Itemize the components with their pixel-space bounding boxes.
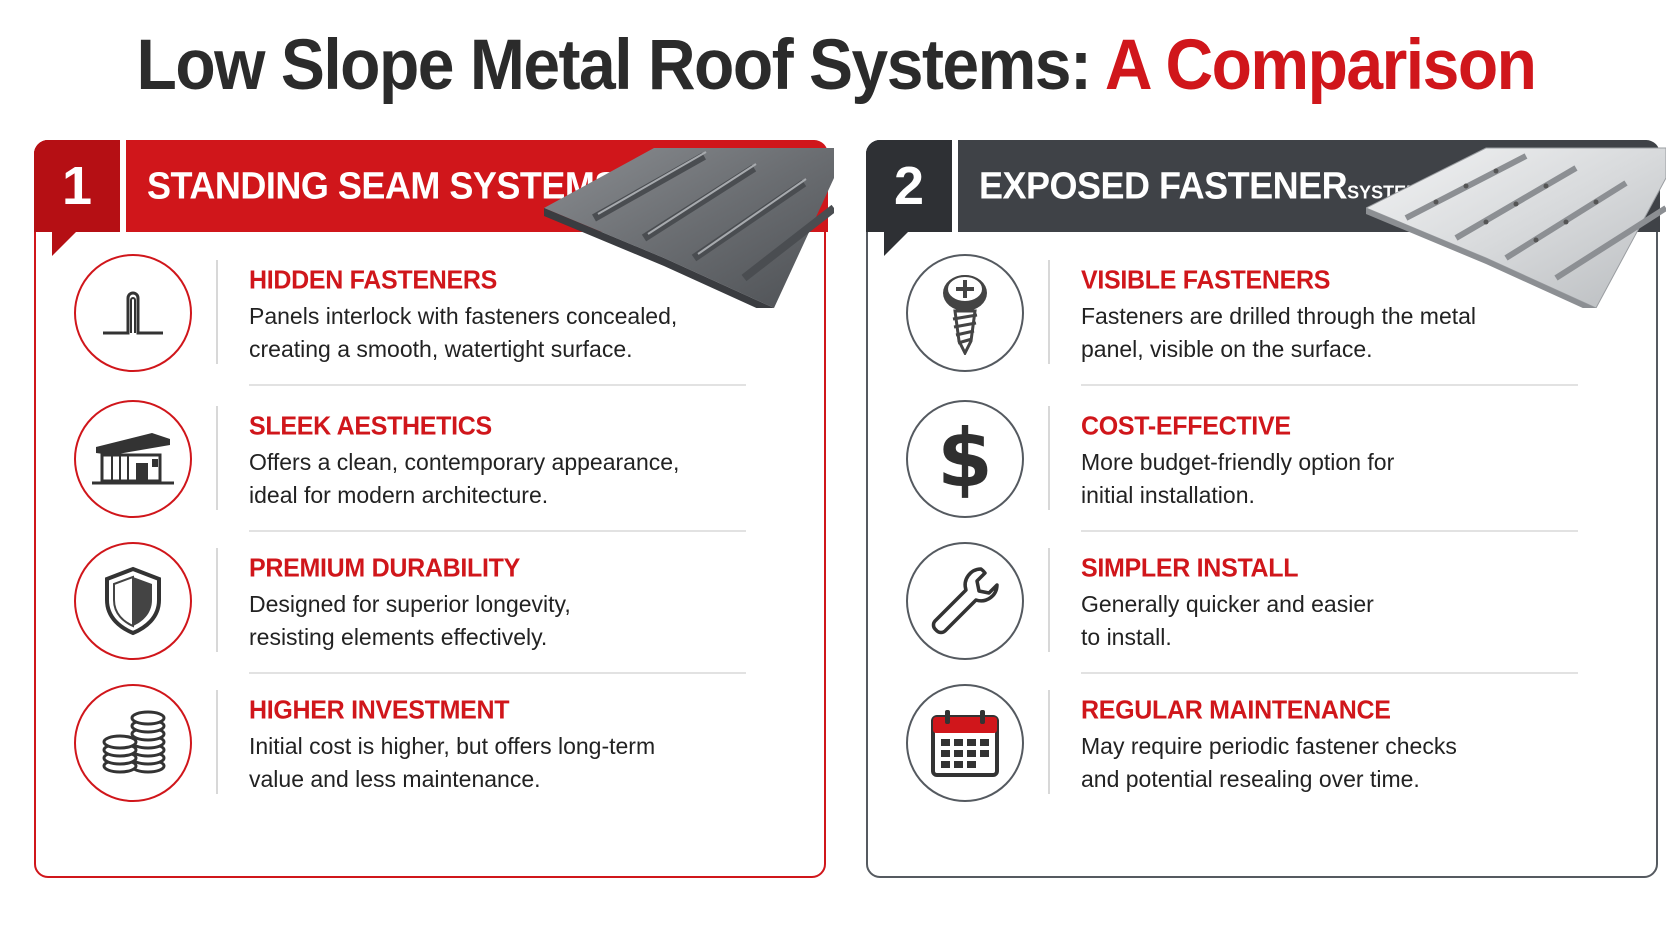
panel-number: 2	[866, 140, 952, 232]
wrench-icon	[906, 542, 1024, 660]
standing-seam-roof-icon	[544, 148, 834, 308]
feature-title: SIMPLER INSTALL	[1081, 553, 1299, 583]
modern-building-icon	[74, 400, 192, 518]
feature-row: $ COST-EFFECTIVE More budget-friendly op…	[868, 400, 1660, 550]
feature-title: REGULAR MAINTENANCE	[1081, 695, 1391, 725]
feature-description: Initial cost is higher, but offers long-…	[249, 733, 656, 792]
calendar-icon	[906, 684, 1024, 802]
feature-title: HIGHER INVESTMENT	[249, 695, 510, 725]
standing-seam-icon	[74, 254, 192, 372]
standing-seam-panel: 1 STANDING SEAM SYSTEMS HIDDEN FASTEN	[34, 140, 834, 878]
feature-row: SLEEK AESTHETICS Offers a clean, contemp…	[36, 400, 828, 550]
feature-description: Offers a clean, contemporary appearance,…	[249, 449, 680, 508]
panel-number: 1	[34, 140, 120, 232]
feature-description: Panels interlock with fasteners conceale…	[249, 303, 678, 362]
screw-icon	[906, 254, 1024, 372]
panel-heading: EXPOSED FASTENERSYSTEMS	[979, 163, 1434, 207]
feature-row: SIMPLER INSTALL Generally quicker and ea…	[868, 542, 1660, 692]
feature-title: HIDDEN FASTENERS	[249, 265, 498, 295]
feature-description: Designed for superior longevity,resistin…	[249, 591, 571, 650]
feature-title: COST-EFFECTIVE	[1081, 411, 1291, 441]
dollar-sign-icon: $	[906, 400, 1024, 518]
corrugated-roof-icon	[1366, 147, 1666, 308]
feature-row: HIDDEN FASTENERS Panels interlock with f…	[36, 254, 828, 404]
feature-row: REGULAR MAINTENANCE May require periodic…	[868, 684, 1660, 834]
feature-row: PREMIUM DURABILITY Designed for superior…	[36, 542, 828, 692]
panel-heading: STANDING SEAM SYSTEMS	[147, 163, 618, 207]
feature-row: HIGHER INVESTMENT Initial cost is higher…	[36, 684, 828, 834]
page-title: Low Slope Metal Roof Systems: A Comparis…	[0, 23, 1672, 105]
feature-title: PREMIUM DURABILITY	[249, 553, 520, 583]
title-accent: A Comparison	[1104, 24, 1537, 104]
feature-row: VISIBLE FASTENERS Fasteners are drilled …	[868, 254, 1660, 404]
feature-title: VISIBLE FASTENERS	[1081, 265, 1331, 295]
feature-title: SLEEK AESTHETICS	[249, 411, 492, 441]
coin-stack-icon	[74, 684, 192, 802]
standing-seam-banner: 1 STANDING SEAM SYSTEMS	[34, 140, 834, 308]
shield-icon	[74, 542, 192, 660]
exposed-fastener-panel: 2 EXPOSED FASTENERSYSTEMS	[866, 140, 1666, 878]
title-main: Low Slope Metal Roof Systems:	[136, 24, 1105, 104]
exposed-fastener-banner: 2 EXPOSED FASTENERSYSTEMS	[866, 140, 1666, 308]
